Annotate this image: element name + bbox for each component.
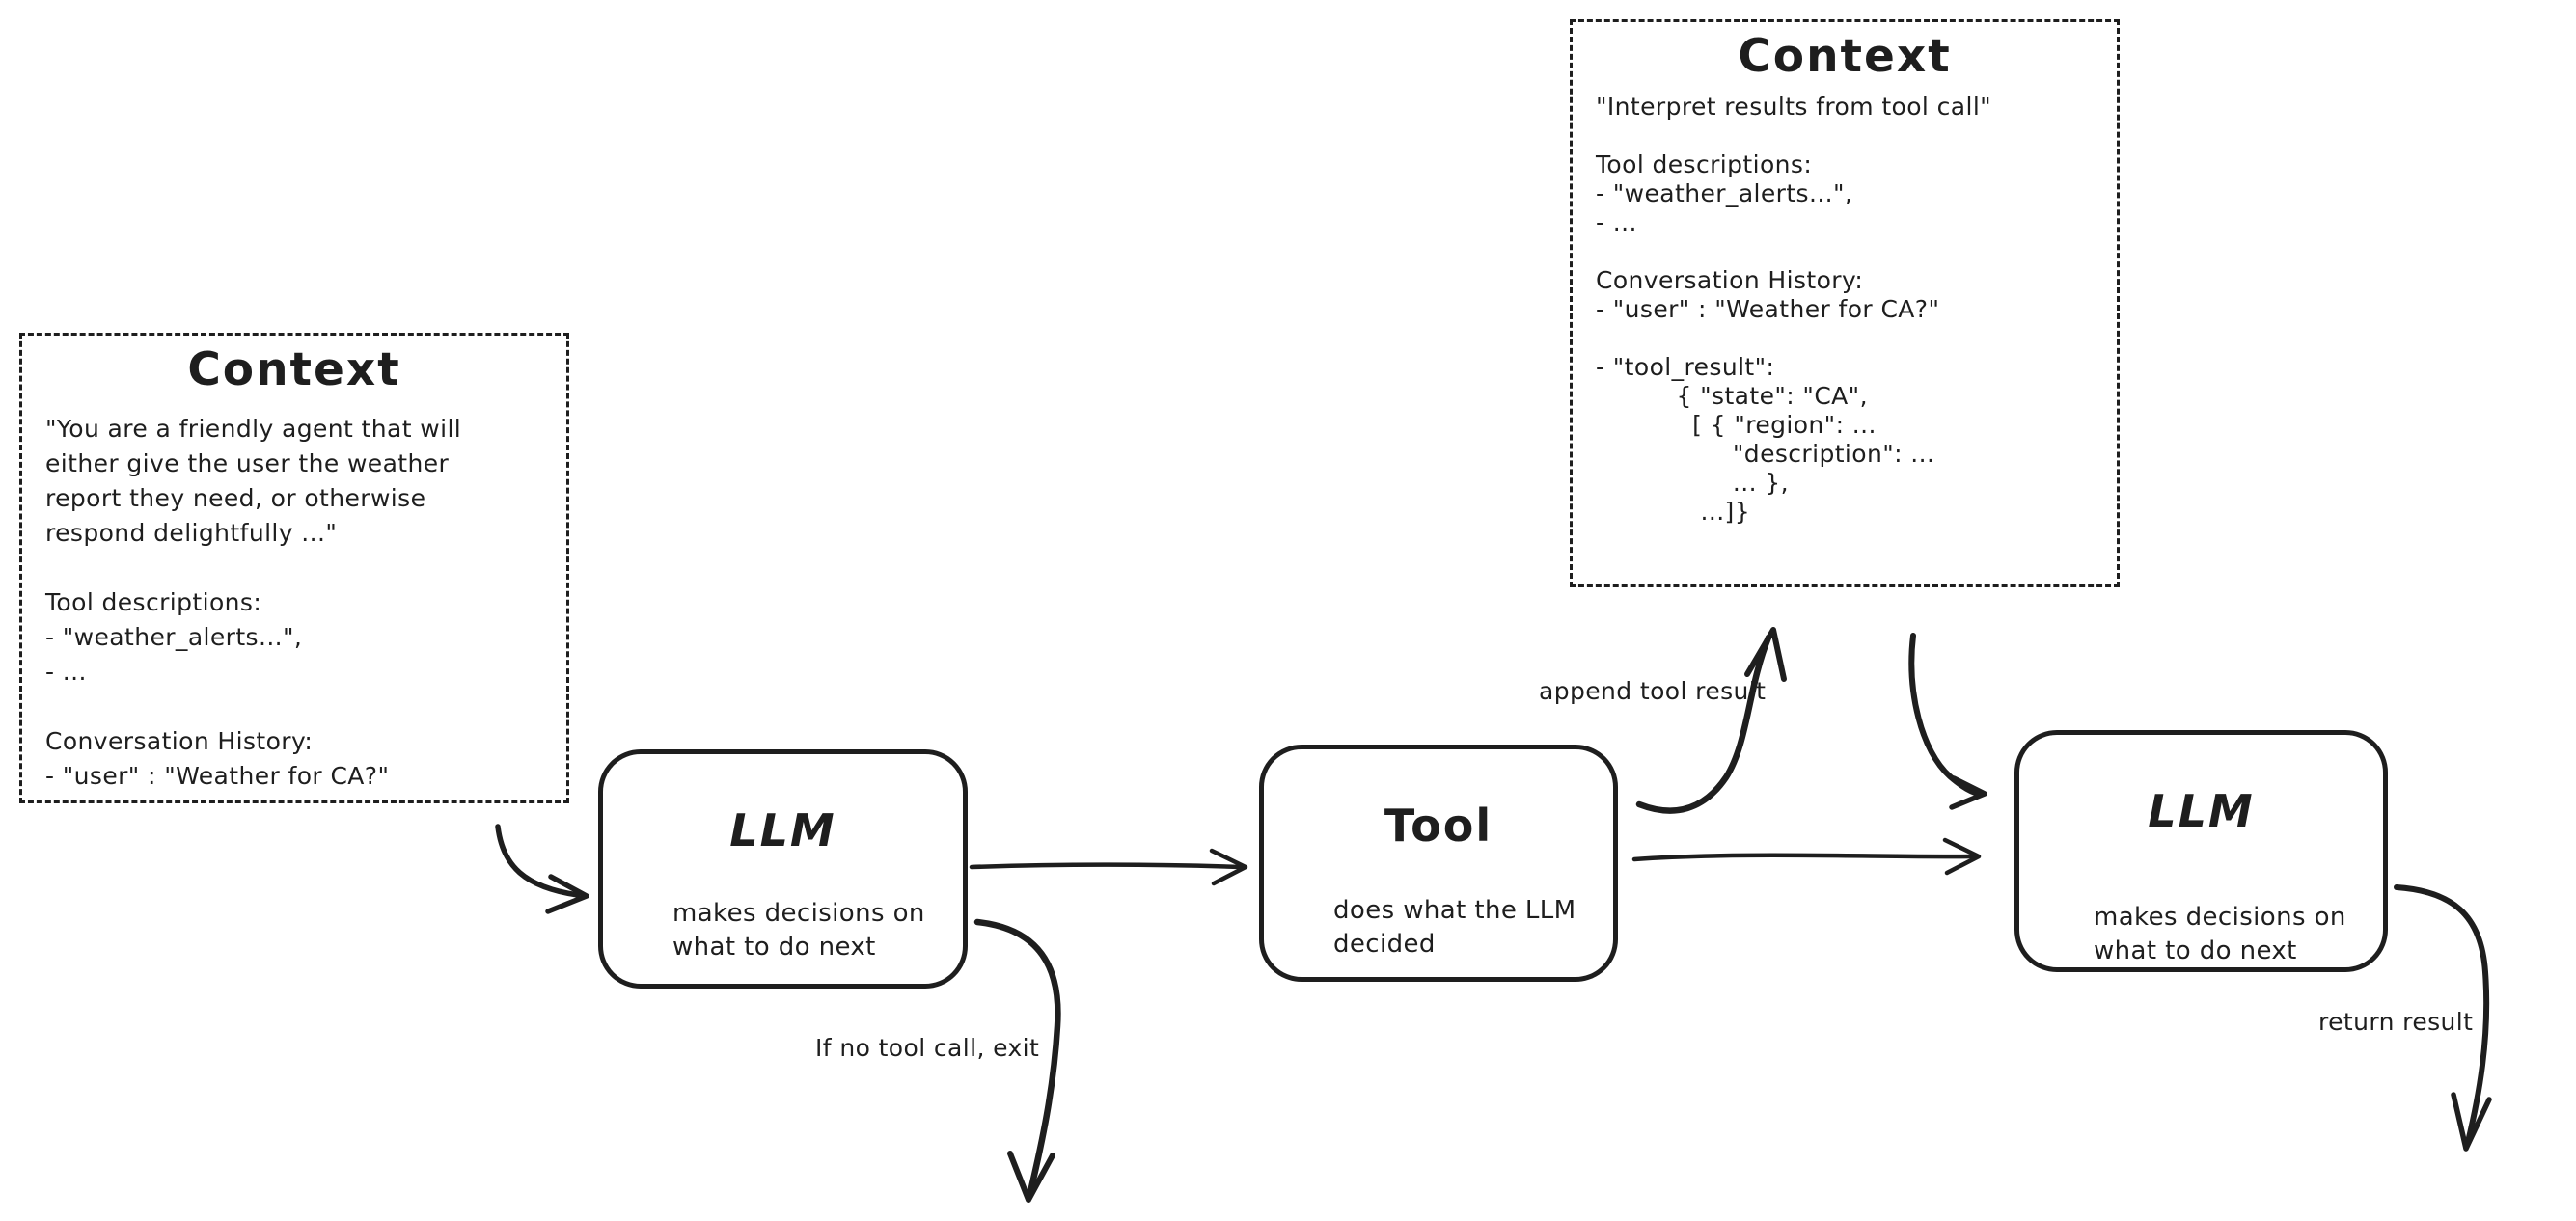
context-left-body: "You are a friendly agent that will eith… xyxy=(45,415,462,790)
arrow-llm2-return xyxy=(2394,884,2492,1152)
llm2-node: LLM makes decisions on what to do next xyxy=(2014,730,2388,972)
context-top-box: Context "Interpret results from tool cal… xyxy=(1570,19,2120,587)
context-left-title: Context xyxy=(187,343,401,396)
arrow-tool-to-context-top xyxy=(1635,627,1787,814)
context-top-title: Context xyxy=(1738,30,1952,83)
tool-title: Tool xyxy=(1384,800,1494,852)
tool-subtitle: does what the LLM decided xyxy=(1333,896,1576,959)
arrow-llm1-to-tool xyxy=(969,848,1248,886)
tool-node: Tool does what the LLM decided xyxy=(1259,745,1618,982)
if-no-tool-call-exit-label: If no tool call, exit xyxy=(815,1034,1040,1062)
arrow-llm1-exit xyxy=(973,918,1061,1203)
llm1-subtitle: makes decisions on what to do next xyxy=(672,899,925,962)
llm2-subtitle: makes decisions on what to do next xyxy=(2094,903,2346,965)
llm1-title: LLM xyxy=(729,804,836,856)
llm1-node: LLM makes decisions on what to do next xyxy=(598,749,968,989)
arrow-context-top-to-llm2 xyxy=(1908,633,1987,810)
context-left-box: Context "You are a friendly agent that w… xyxy=(19,333,569,803)
context-top-body: "Interpret results from tool call" Tool … xyxy=(1596,93,1992,526)
return-result-label: return result xyxy=(2318,1008,2474,1036)
append-tool-result-label: append tool result xyxy=(1539,677,1767,705)
arrow-tool-to-llm2 xyxy=(1631,837,1982,876)
arrow-context-left-to-llm1 xyxy=(495,824,589,914)
llm2-title: LLM xyxy=(2148,785,2255,837)
